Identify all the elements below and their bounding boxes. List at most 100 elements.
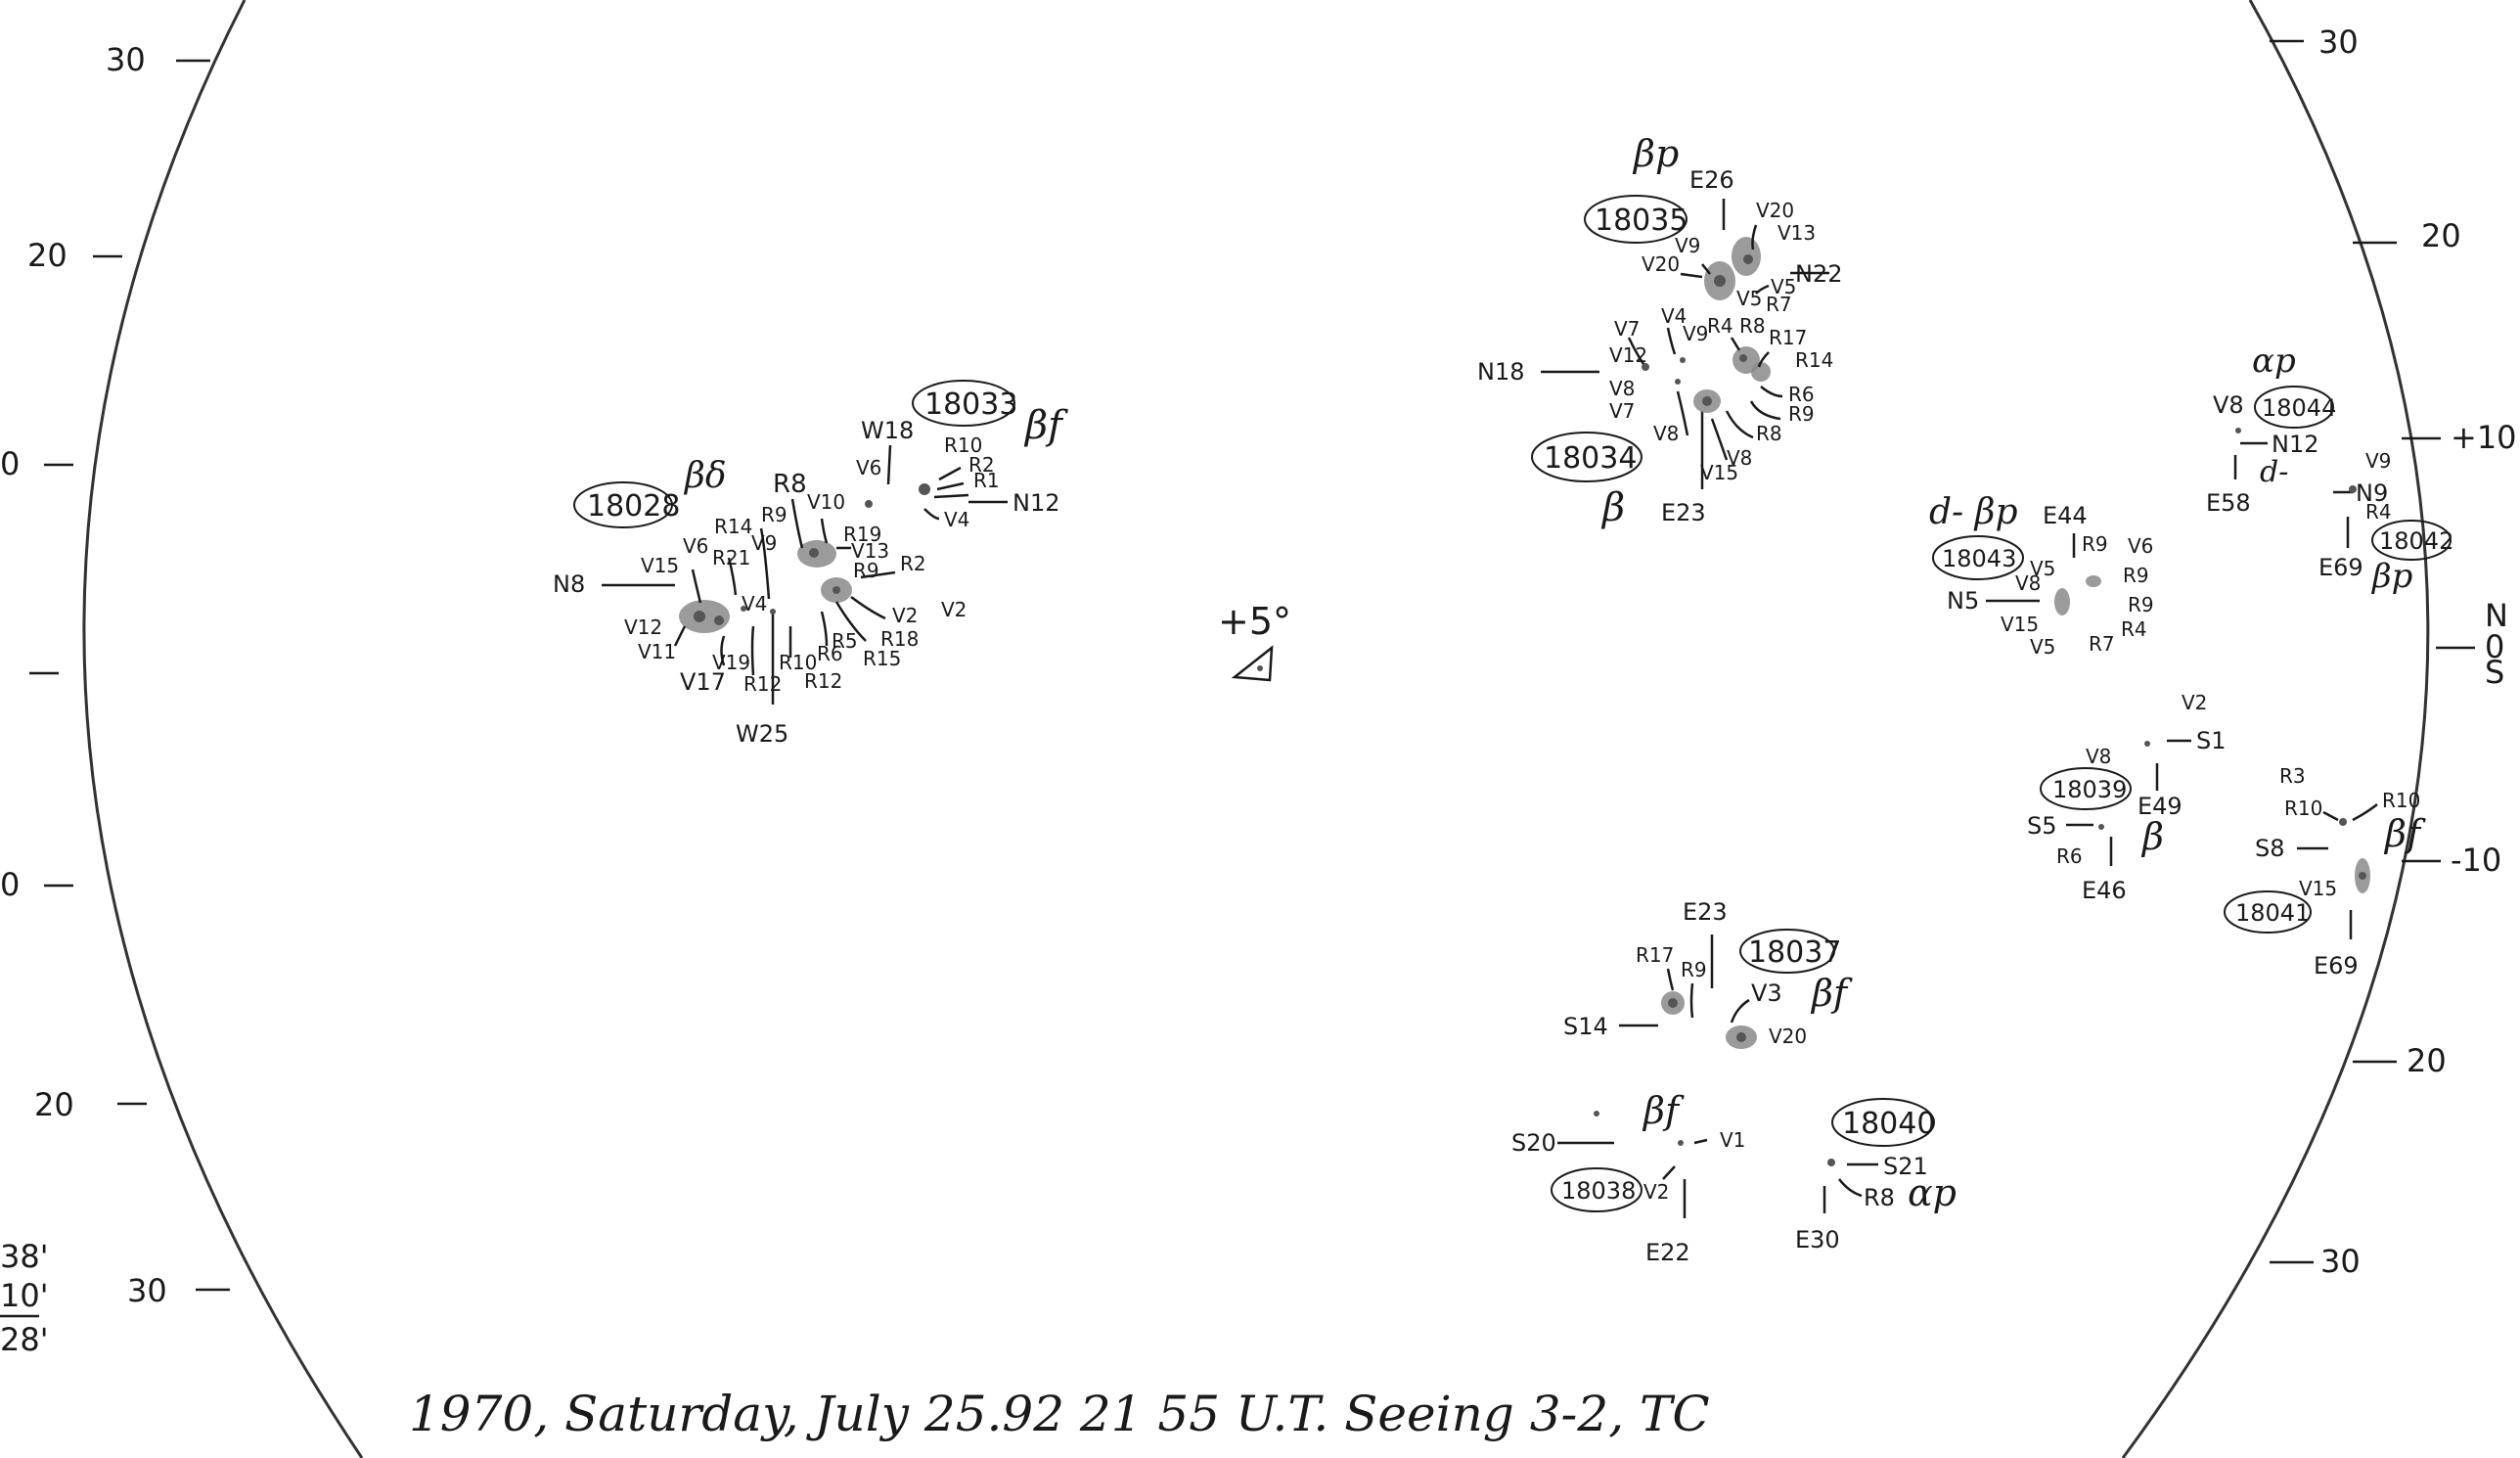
group-id: 18041 xyxy=(2235,899,2310,927)
spot-label: R8 xyxy=(1864,1184,1895,1211)
pos-w: W25 xyxy=(736,720,788,748)
spot-label: V2 xyxy=(892,604,918,627)
spot-label: V4 xyxy=(944,508,969,531)
spot-label: V13 xyxy=(851,539,889,563)
pos-e49: E49 xyxy=(2138,793,2182,820)
spot-label: V7 xyxy=(1609,399,1635,423)
group-class: β xyxy=(1600,485,1625,530)
group-id: 18042 xyxy=(2379,527,2453,555)
spot-label: V20 xyxy=(1642,252,1680,276)
spot-label: R2 xyxy=(900,552,926,575)
right-tick-20-top: 20 xyxy=(2421,217,2461,254)
group-class: βp xyxy=(1632,132,1679,175)
group-id: 18028 xyxy=(587,489,680,524)
spot-label: R9 xyxy=(2128,593,2154,616)
pos-s1: S1 xyxy=(2196,727,2227,754)
spot-label: V2 xyxy=(1643,1180,1669,1204)
spot-label: V6 xyxy=(2128,534,2153,558)
left-tick-30-bottom: 30 xyxy=(127,1272,167,1309)
spot-label: V12 xyxy=(624,615,662,639)
spot-label: R10 xyxy=(779,651,817,674)
pos-s5: S5 xyxy=(2027,812,2057,840)
group-id: 18034 xyxy=(1544,441,1637,476)
group-id: 18039 xyxy=(2052,776,2127,803)
group-18038: 18038 βf S20 E22 V1 V2 xyxy=(1511,1089,1745,1266)
group-18043: 18043 d- βp E44 N5 R9 V6 V5 R9 V8 R9 V15… xyxy=(1929,492,2154,659)
spot-label: V5 xyxy=(2030,635,2055,659)
pos-s: S8 xyxy=(2255,835,2285,862)
group-18039: 18039 β S1 E49 S5 E46 V2 V8 R6 xyxy=(2027,691,2227,904)
spot-label: R14 xyxy=(1795,348,1833,372)
spot-label: V15 xyxy=(2299,877,2337,900)
spot-label: V4 xyxy=(1661,304,1687,328)
group-18041: 18041 βf S8 E69 R3 R10 R10 V15 xyxy=(2224,764,2426,980)
pos-e: E23 xyxy=(1683,898,1728,926)
group-18028: 18028 βδ N8 W25 V15 V6 R21 R14 V9 R9 R8 … xyxy=(553,456,967,748)
spot-label: R2 xyxy=(968,453,995,477)
spot-label: R14 xyxy=(714,515,752,538)
spot-label: V5 xyxy=(1771,275,1796,298)
spot-label: V10 xyxy=(807,490,845,514)
pos-e: E58 xyxy=(2206,489,2251,517)
group-class: βf xyxy=(1810,972,1853,1015)
group-18033: 18033 βf W18 N12 V6 R10 R2 R1 V4 xyxy=(856,380,1068,531)
group-extra: d- xyxy=(2260,455,2288,489)
group-class: βf xyxy=(1642,1089,1685,1132)
group-18042: 18042 βp N9 E69 V9 R4 xyxy=(2318,449,2453,596)
margin-note-3: 28' xyxy=(0,1321,49,1358)
group-id: 18040 xyxy=(1842,1107,1935,1141)
pos-n: N12 xyxy=(1012,489,1060,517)
spot-label: R12 xyxy=(743,672,782,696)
spot-label: V8 xyxy=(1727,446,1752,470)
group-18037: 18037 βf E23 S14 R17 R9 V3 V20 xyxy=(1563,898,1853,1049)
center-label: +5° xyxy=(1218,600,1291,643)
spot-label: R10 xyxy=(2284,797,2322,820)
spot-label: R9 xyxy=(1681,958,1707,981)
pos-s: S20 xyxy=(1511,1129,1556,1157)
group-class: β xyxy=(2140,815,2164,858)
left-tick-10-top: 0 xyxy=(0,445,20,482)
spot-label: V8 xyxy=(2015,571,2041,595)
spot-label: R18 xyxy=(880,627,919,651)
group-18040: 18040 αp S21 E30 R8 xyxy=(1795,1098,1957,1253)
spot-label: R6 xyxy=(817,642,843,665)
group-class: αp xyxy=(1908,1171,1957,1214)
spot-label: V15 xyxy=(1700,461,1738,484)
group-class: αp xyxy=(2252,342,2296,381)
spot-label: V5 xyxy=(2030,557,2055,580)
spot-label: R4 xyxy=(2121,617,2147,641)
pos-s: S21 xyxy=(1883,1153,1928,1180)
pos-e: E69 xyxy=(2318,554,2363,581)
spot-label: R15 xyxy=(863,647,901,670)
spot-label: R19 xyxy=(843,523,881,546)
pos-n: N9 xyxy=(2356,479,2388,507)
group-class: βδ xyxy=(683,456,727,496)
group-class: βp xyxy=(2370,557,2412,596)
group-18034: 18034 β N18 E23 V7 V4 V9 R4 R8 R17 R14 R… xyxy=(1477,304,1833,530)
group-id: 18035 xyxy=(1595,204,1688,238)
spot-label: R7 xyxy=(2089,632,2115,656)
spot-label: R7 xyxy=(1766,293,1792,316)
spot-label: V4 xyxy=(742,592,767,615)
spot-label: R9 xyxy=(1788,402,1815,426)
spot-label: R10 xyxy=(2382,789,2420,812)
spot-label: R9 xyxy=(2082,532,2108,556)
spot-label: R4 xyxy=(2365,500,2392,524)
group-id: 18033 xyxy=(924,387,1017,422)
spot-label: V3 xyxy=(1751,980,1782,1007)
disk-center: +5° xyxy=(1218,600,1291,682)
spot-label: V11 xyxy=(638,640,676,663)
group-class: βf xyxy=(2383,812,2426,855)
spot-label: R6 xyxy=(2056,844,2083,868)
group-class: βf xyxy=(1023,403,1068,448)
spot-label: R6 xyxy=(1788,383,1815,406)
pos-e: E22 xyxy=(1645,1239,1690,1266)
spot-label: R3 xyxy=(2279,764,2306,788)
spot-label: R8 xyxy=(1756,422,1782,445)
spot-label: R8 xyxy=(773,470,807,499)
pos-n: N5 xyxy=(1947,587,1979,615)
spot-label: R9 xyxy=(853,559,879,582)
right-latitude-scale: 30 20 +10 -10 20 30 N 0 S xyxy=(2270,23,2517,1280)
spot-label: V17 xyxy=(680,668,726,696)
right-tick-30-top: 30 xyxy=(2318,23,2359,61)
